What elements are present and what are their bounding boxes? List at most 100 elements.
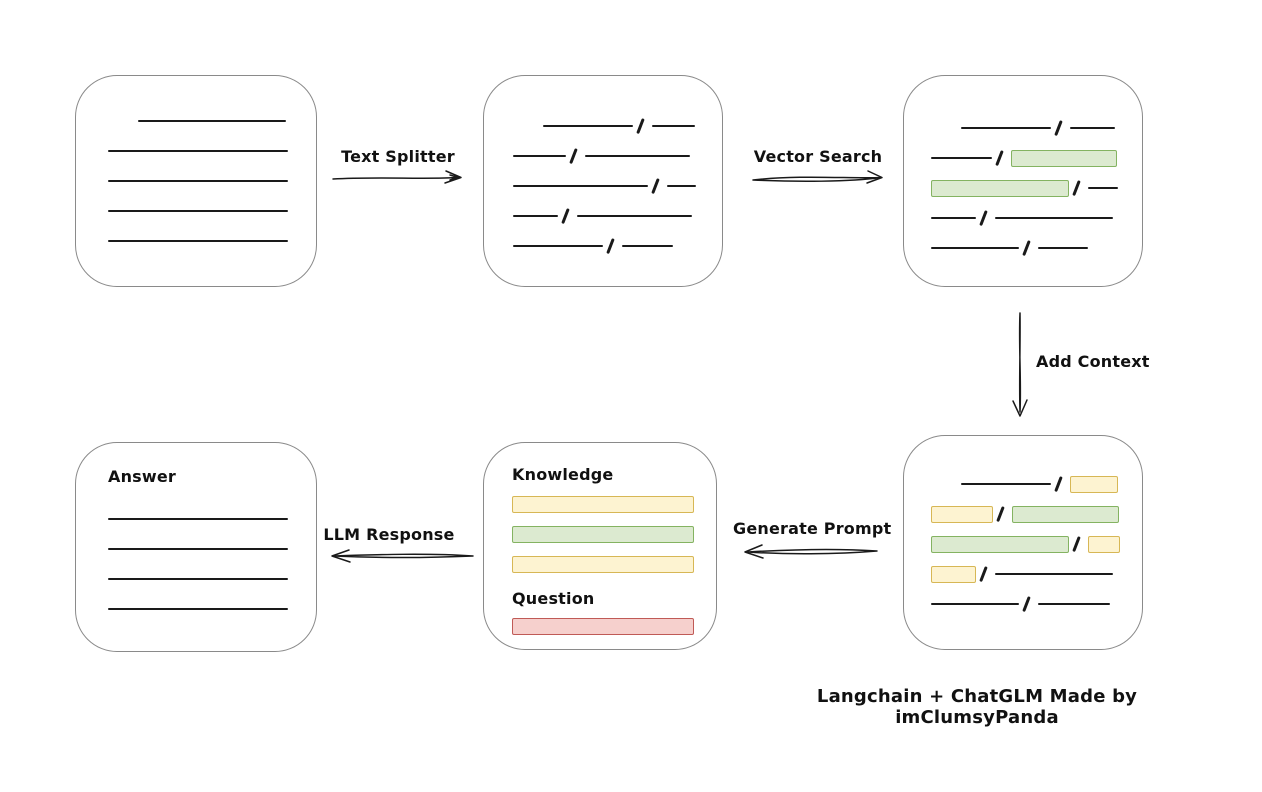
text-line bbox=[621, 245, 673, 247]
text-line bbox=[513, 245, 603, 247]
highlight-red bbox=[512, 617, 694, 635]
slash-mark bbox=[1054, 476, 1063, 492]
text-line bbox=[961, 483, 1051, 485]
slash-mark bbox=[979, 210, 988, 226]
segment-row bbox=[513, 201, 722, 231]
prompt-box: Knowledge Question bbox=[483, 442, 717, 650]
text-splitter-arrow-label: Text Splitter bbox=[341, 147, 455, 166]
text-line bbox=[108, 578, 288, 580]
add-context-arrow-label: Add Context bbox=[1036, 352, 1150, 371]
segment-row bbox=[931, 203, 1142, 233]
indent-gap bbox=[513, 126, 543, 127]
highlight-yellow bbox=[931, 505, 993, 523]
vector-search-arrow bbox=[750, 167, 886, 193]
text-line bbox=[584, 155, 690, 157]
generate-prompt-arrow bbox=[740, 541, 880, 567]
segment-row bbox=[108, 166, 316, 196]
segment-row bbox=[512, 549, 716, 579]
text-line bbox=[961, 127, 1051, 129]
answer-lines bbox=[108, 504, 316, 624]
slash-mark bbox=[1054, 120, 1063, 136]
knowledge-label: Knowledge bbox=[512, 465, 614, 484]
text-line bbox=[108, 518, 288, 520]
segment-row bbox=[108, 196, 316, 226]
segment-row bbox=[512, 489, 716, 519]
text-line bbox=[108, 240, 288, 242]
text-line bbox=[994, 573, 1113, 575]
text-line bbox=[931, 157, 992, 159]
segment-row bbox=[931, 499, 1142, 529]
credit-caption: Langchain + ChatGLM Made by imClumsyPand… bbox=[816, 686, 1138, 728]
segment-row bbox=[931, 559, 1142, 589]
text-line bbox=[513, 185, 648, 187]
segment-row bbox=[108, 594, 316, 624]
slash-mark bbox=[1072, 536, 1081, 552]
context-lines bbox=[931, 469, 1142, 619]
text-line bbox=[138, 120, 286, 122]
segment-row bbox=[931, 589, 1142, 619]
text-line bbox=[108, 150, 288, 152]
text-line bbox=[1087, 187, 1118, 189]
highlight-yellow bbox=[1087, 535, 1120, 553]
text-line bbox=[931, 603, 1019, 605]
slash-mark bbox=[1022, 240, 1031, 256]
slash-mark bbox=[1072, 180, 1081, 196]
source-document-box bbox=[75, 75, 317, 287]
segment-row bbox=[513, 231, 722, 261]
segment-row bbox=[108, 106, 316, 136]
knowledge-bars bbox=[512, 489, 716, 579]
segment-row bbox=[108, 504, 316, 534]
text-line bbox=[543, 125, 633, 127]
segment-row bbox=[931, 143, 1142, 173]
segment-row bbox=[513, 141, 722, 171]
slash-mark bbox=[636, 118, 645, 134]
highlight-green bbox=[512, 525, 694, 543]
segment-row bbox=[108, 534, 316, 564]
split-chunks-box bbox=[483, 75, 723, 287]
text-line bbox=[1037, 247, 1088, 249]
slash-mark bbox=[561, 208, 570, 224]
segment-row bbox=[931, 529, 1142, 559]
indent-gap bbox=[931, 128, 961, 129]
llm-response-arrow-label: LLM Response bbox=[323, 525, 455, 544]
highlight-green bbox=[931, 535, 1069, 553]
vector-search-results-box bbox=[903, 75, 1143, 287]
segment-row bbox=[513, 171, 722, 201]
segment-row bbox=[931, 469, 1142, 499]
add-context-arrow bbox=[1010, 310, 1032, 426]
question-bars bbox=[512, 611, 716, 641]
answer-box: Answer bbox=[75, 442, 317, 652]
highlight-yellow bbox=[931, 565, 976, 583]
vector-search-arrow-label: Vector Search bbox=[753, 147, 883, 166]
highlight-green bbox=[931, 179, 1069, 197]
text-line bbox=[651, 125, 695, 127]
document-lines bbox=[108, 106, 316, 256]
segment-row bbox=[512, 611, 716, 641]
indent-gap bbox=[931, 484, 961, 485]
text-line bbox=[931, 217, 976, 219]
question-label: Question bbox=[512, 589, 595, 608]
slash-mark bbox=[995, 150, 1004, 166]
segment-row bbox=[108, 564, 316, 594]
text-line bbox=[108, 548, 288, 550]
segment-row bbox=[513, 111, 722, 141]
segment-row bbox=[931, 233, 1142, 263]
slash-mark bbox=[979, 566, 988, 582]
context-box bbox=[903, 435, 1143, 650]
llm-response-arrow bbox=[328, 545, 476, 571]
slash-mark bbox=[996, 506, 1005, 522]
segment-row bbox=[931, 173, 1142, 203]
segment-row bbox=[108, 226, 316, 256]
text-line bbox=[108, 608, 288, 610]
highlight-yellow bbox=[512, 555, 694, 573]
generate-prompt-arrow-label: Generate Prompt bbox=[733, 519, 892, 538]
slash-mark bbox=[569, 148, 578, 164]
slash-mark bbox=[1022, 596, 1031, 612]
search-result-lines bbox=[931, 113, 1142, 263]
text-line bbox=[994, 217, 1113, 219]
highlight-green bbox=[1010, 149, 1117, 167]
chunk-lines bbox=[513, 111, 722, 261]
indent-gap bbox=[108, 121, 138, 122]
answer-label: Answer bbox=[108, 467, 177, 486]
